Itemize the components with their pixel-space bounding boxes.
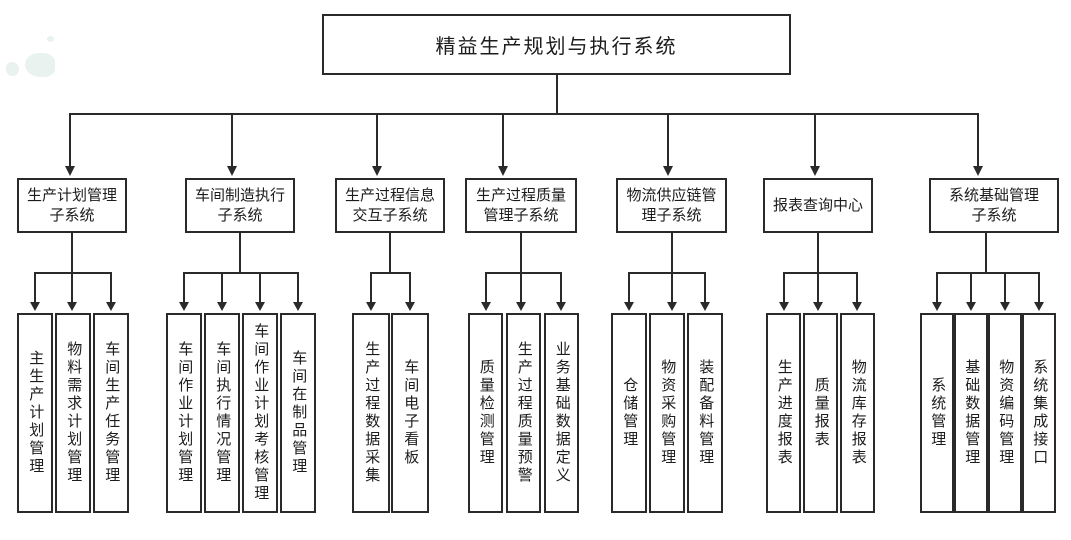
node-label: 物资采购管理: [659, 359, 676, 467]
node-module-6-3: 物流库存报表: [840, 313, 875, 513]
level2-connectors: [30, 233, 1044, 311]
node-label: 业务基础数据定义: [553, 341, 570, 485]
node-module-3-2: 车间电子看板: [391, 313, 429, 513]
level1-connectors: [65, 75, 983, 176]
node-module-7-3: 物资编码管理: [988, 313, 1022, 513]
node-subsystem-5: 物流供应链管理子系统: [616, 178, 727, 233]
node-module-6-1: 生产进度报表: [766, 313, 801, 513]
node-module-3-1: 生产过程数据采集: [352, 313, 390, 513]
node-module-2-3: 车间作业计划考核管理: [242, 313, 278, 513]
node-module-2-1: 车间作业计划管理: [166, 313, 202, 513]
node-label: 物流库存报表: [849, 359, 866, 467]
node-module-5-2: 物资采购管理: [649, 313, 685, 513]
node-label: 质量检测管理: [477, 359, 494, 467]
node-label: 车间电子看板: [402, 359, 419, 467]
node-module-2-2: 车间执行情况管理: [204, 313, 240, 513]
node-label: 车间作业计划考核管理: [252, 323, 269, 503]
node-label: 生产过程质量管理子系统: [475, 187, 566, 224]
node-label: 物料需求计划管理: [65, 341, 82, 485]
node-subsystem-4: 生产过程质量管理子系统: [465, 178, 577, 233]
node-subsystem-3: 生产过程信息交互子系统: [335, 178, 445, 233]
node-label: 生产过程信息交互子系统: [344, 187, 435, 224]
node-label: 生产过程数据采集: [363, 341, 380, 485]
node-label: 车间在制品管理: [290, 350, 307, 476]
node-module-7-1: 系统管理: [920, 313, 954, 513]
node-root: 精益生产规划与执行系统: [322, 14, 791, 75]
node-module-6-2: 质量报表: [803, 313, 838, 513]
node-module-7-4: 系统集成接口: [1022, 313, 1056, 513]
watermark-smudge: [6, 62, 19, 76]
node-label: 物资编码管理: [997, 359, 1014, 467]
node-label: 精益生产规划与执行系统: [435, 36, 678, 58]
node-label: 报表查询中心: [772, 197, 863, 214]
node-module-1-3: 车间生产任务管理: [93, 313, 129, 513]
node-label: 物流供应链管理子系统: [626, 187, 717, 224]
node-module-5-1: 仓储管理: [611, 313, 647, 513]
node-label: 系统管理: [929, 377, 946, 449]
node-label: 生产计划管理子系统: [26, 187, 117, 224]
node-label: 主生产计划管理: [27, 350, 44, 476]
node-module-1-2: 物料需求计划管理: [55, 313, 91, 513]
node-label: 车间执行情况管理: [214, 341, 231, 485]
node-label: 系统集成接口: [1031, 359, 1048, 467]
node-label: 系统基础管理子系统: [948, 187, 1039, 224]
node-label: 车间生产任务管理: [103, 341, 120, 485]
node-label: 基础数据管理: [963, 359, 980, 467]
node-module-4-3: 业务基础数据定义: [544, 313, 579, 513]
node-subsystem-6: 报表查询中心: [763, 178, 873, 233]
node-subsystem-1: 生产计划管理子系统: [17, 178, 127, 233]
node-label: 仓储管理: [621, 377, 638, 449]
node-label: 生产进度报表: [775, 359, 792, 467]
node-subsystem-7: 系统基础管理子系统: [929, 178, 1059, 233]
node-module-4-2: 生产过程质量预警: [506, 313, 541, 513]
node-module-7-2: 基础数据管理: [954, 313, 988, 513]
node-module-2-4: 车间在制品管理: [280, 313, 316, 513]
node-module-5-3: 装配备料管理: [687, 313, 723, 513]
node-module-4-1: 质量检测管理: [468, 313, 503, 513]
node-label: 车间作业计划管理: [176, 341, 193, 485]
watermark-smudge: [47, 36, 54, 42]
node-label: 质量报表: [812, 377, 829, 449]
node-label: 车间制造执行子系统: [194, 187, 285, 224]
node-label: 生产过程质量预警: [515, 341, 532, 485]
node-module-1-1: 主生产计划管理: [17, 313, 53, 513]
node-subsystem-2: 车间制造执行子系统: [185, 178, 295, 233]
watermark-smudge: [25, 53, 55, 77]
node-label: 装配备料管理: [697, 359, 714, 467]
